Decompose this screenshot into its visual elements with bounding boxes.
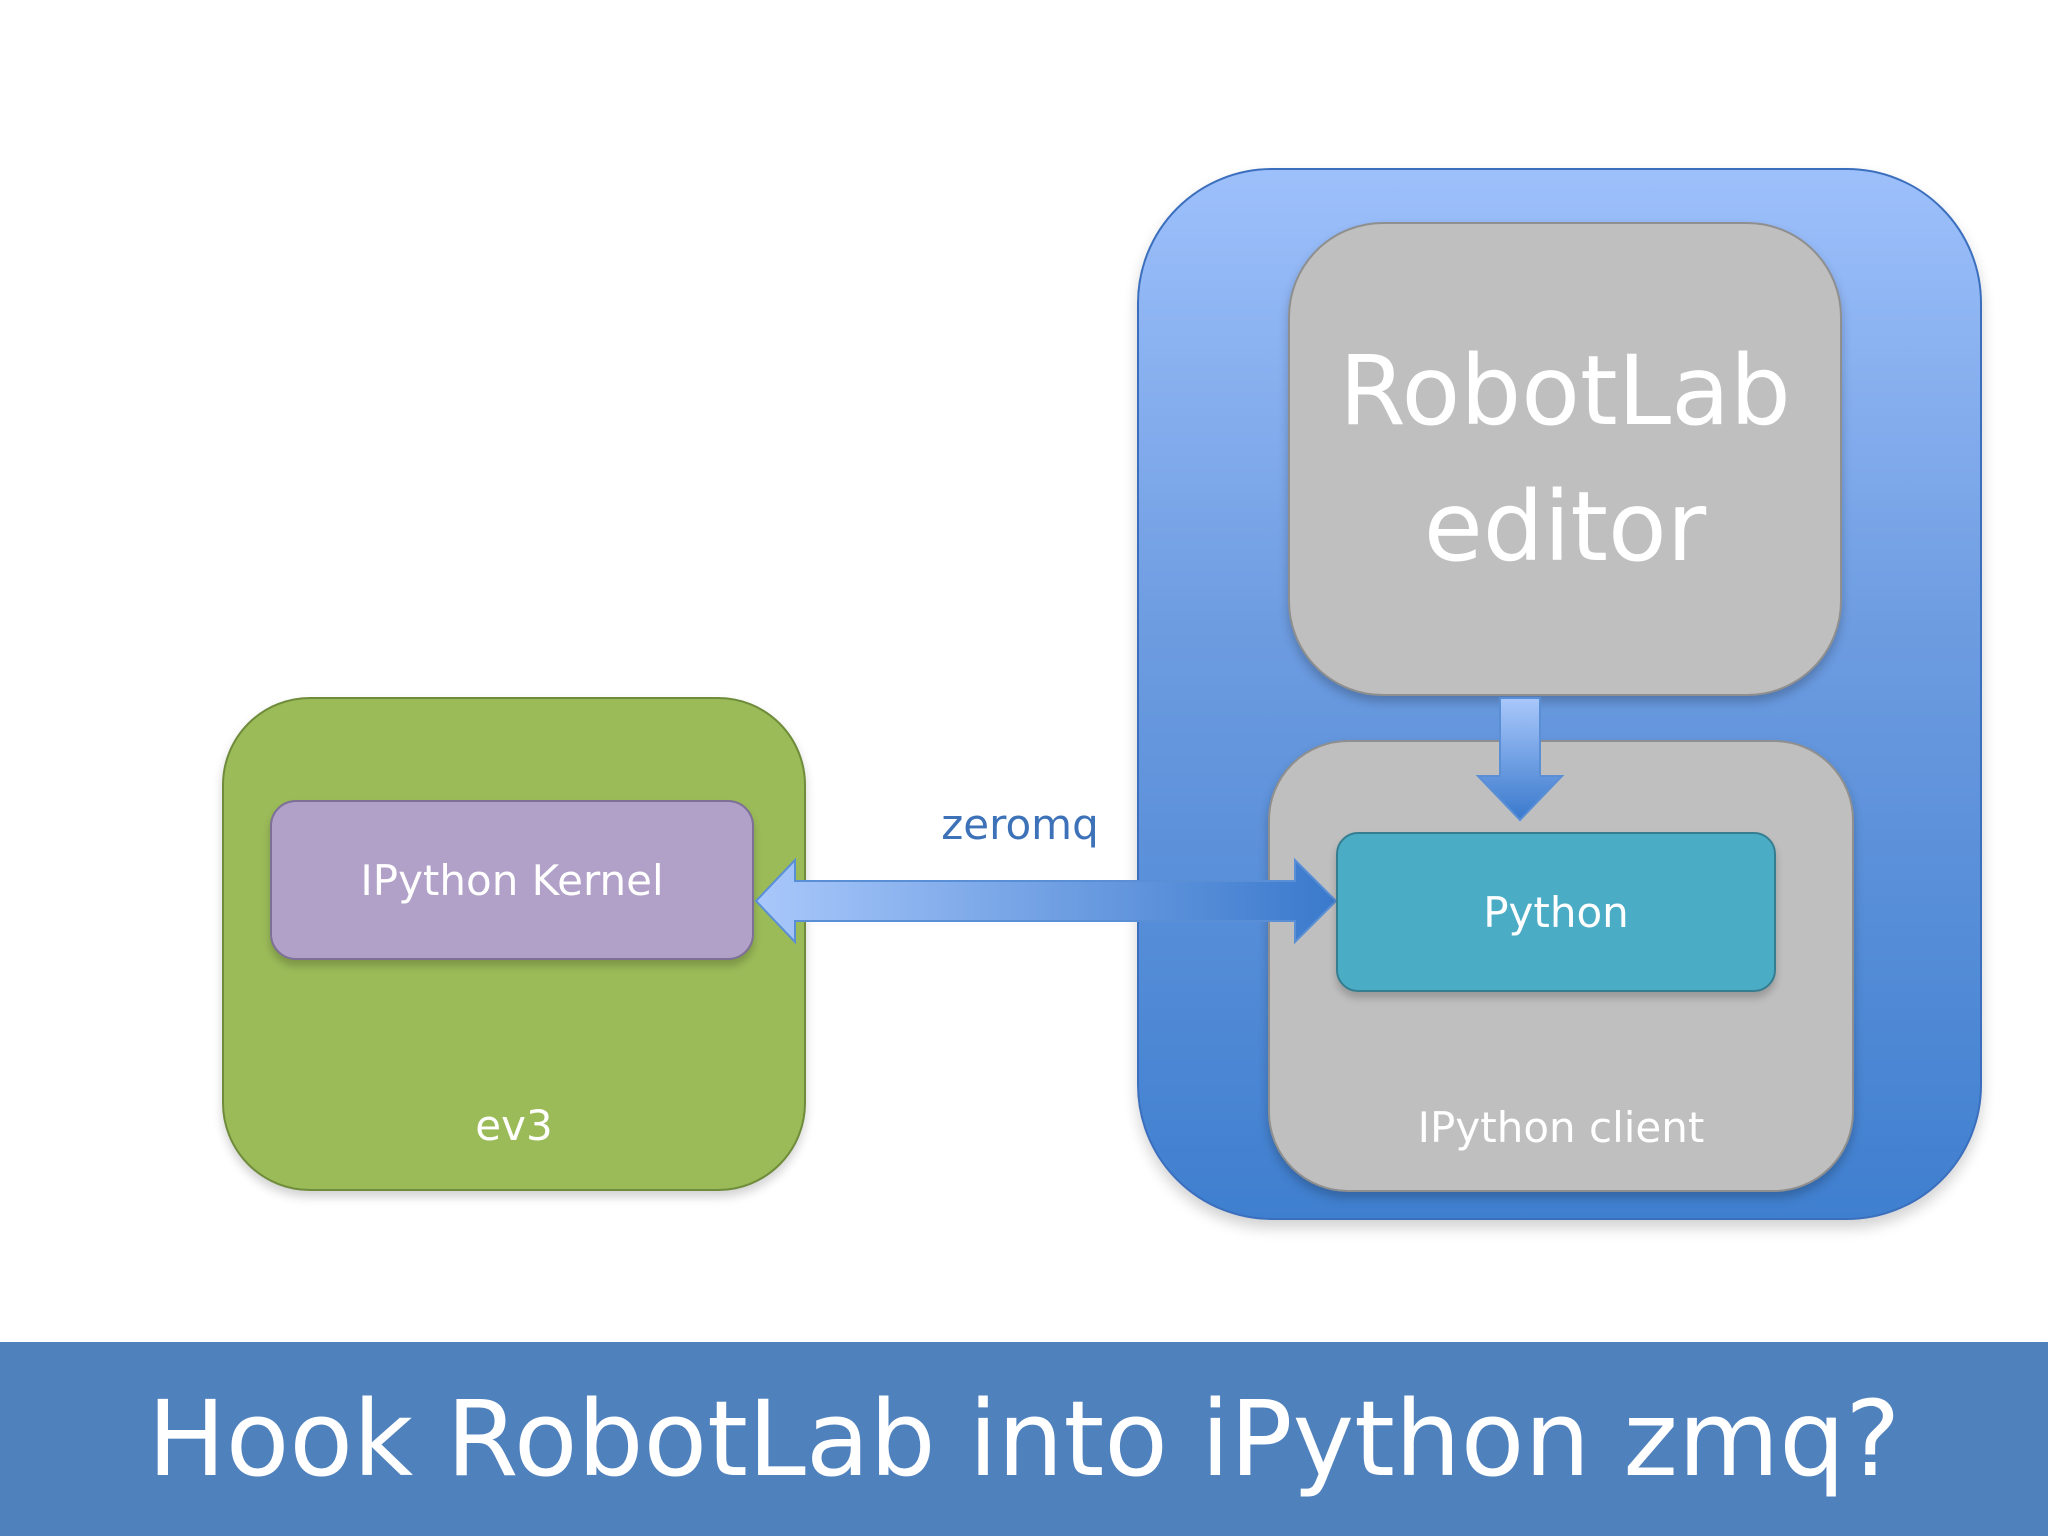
ipython-kernel-box: IPython Kernel — [270, 800, 754, 960]
slide-title: Hook RobotLab into iPython zmq? — [147, 1378, 1901, 1500]
robotlab-editor-line1: RobotLab — [1339, 335, 1791, 447]
python-box: Python — [1336, 832, 1776, 992]
ipython-client-label: IPython client — [1417, 1103, 1705, 1152]
robotlab-editor-box: RobotLab editor — [1288, 222, 1842, 696]
robotlab-editor-line2: editor — [1423, 471, 1707, 583]
ipython-kernel-label: IPython Kernel — [360, 855, 664, 905]
ev3-label: ev3 — [475, 1101, 553, 1150]
zeromq-label: zeromq — [941, 800, 1099, 849]
footer-banner — [0, 1342, 2048, 1536]
zeromq-double-arrow — [754, 857, 1338, 945]
python-label: Python — [1483, 887, 1629, 937]
editor-to-python-arrow — [1475, 697, 1565, 822]
